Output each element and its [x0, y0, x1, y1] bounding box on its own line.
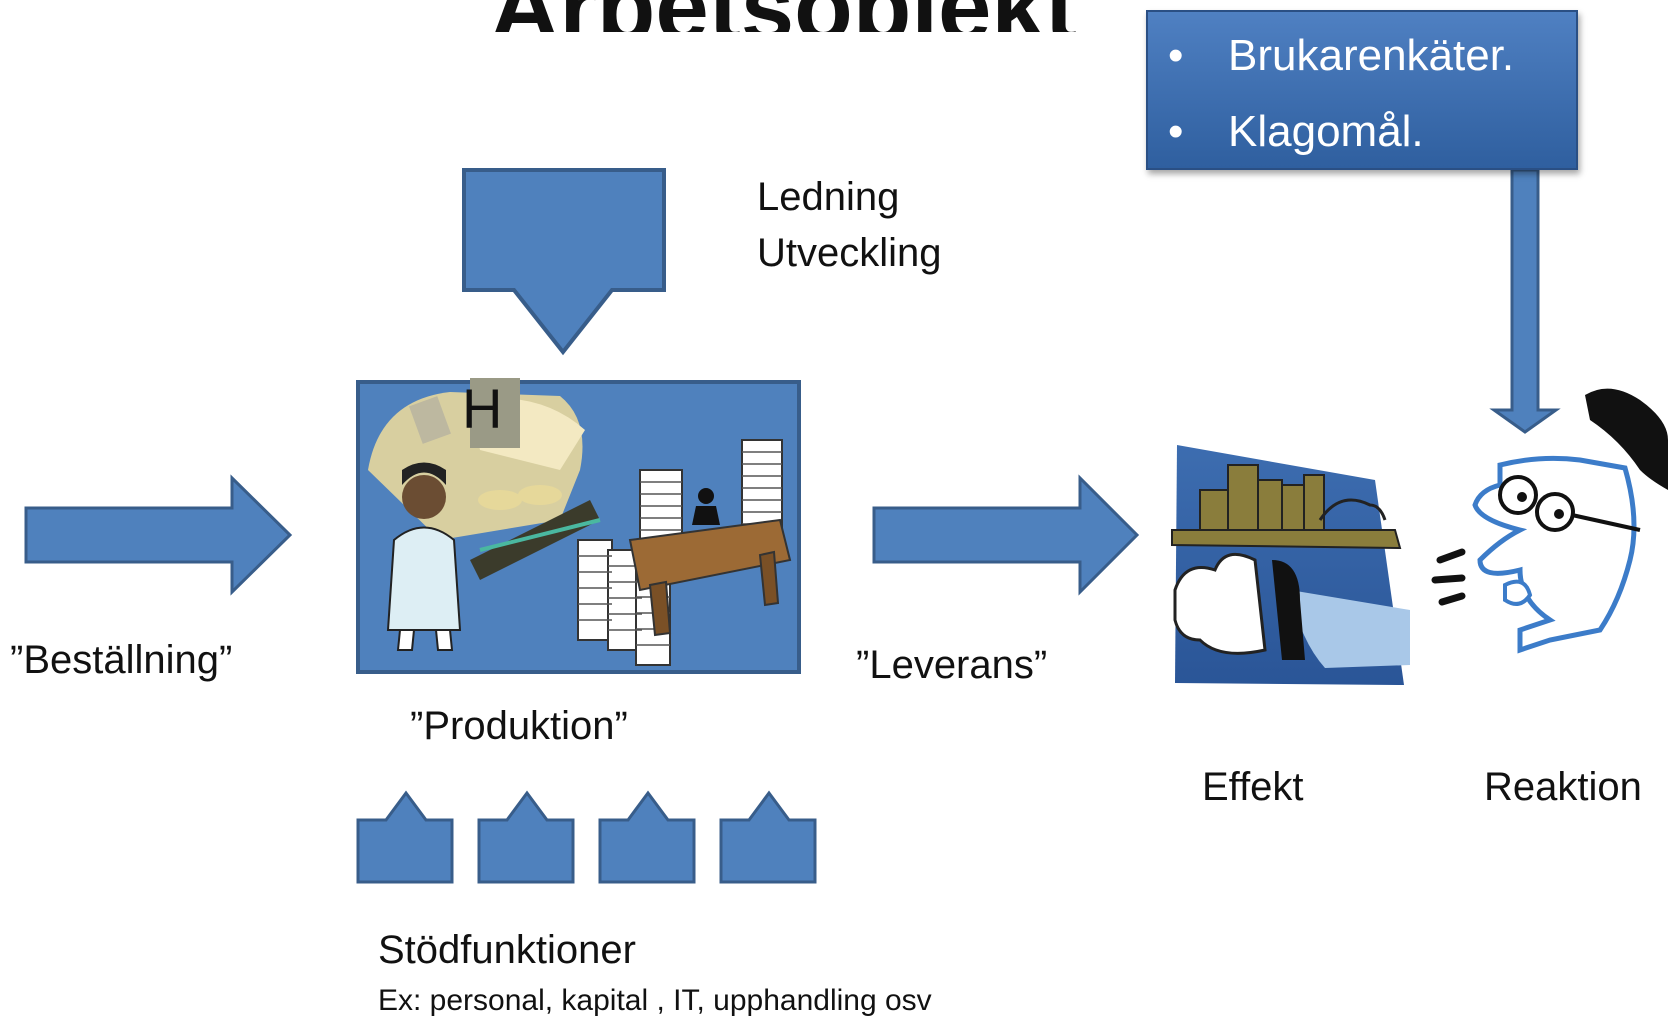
feedback-down-arrow — [1489, 168, 1561, 434]
label-stod-examples: Ex: personal, kapital , IT, upphandling … — [378, 984, 932, 1017]
support-arrow-3 — [598, 790, 696, 884]
feedback-item-text: Brukarenkäter. — [1228, 31, 1515, 80]
label-ledning: Ledning — [757, 175, 900, 219]
label-utveckling: Utveckling — [757, 231, 942, 275]
management-down-arrow — [462, 168, 666, 356]
order-input-arrow — [24, 474, 293, 596]
feedback-item-text: Klagomål. — [1228, 107, 1424, 156]
feedback-callout: •Brukarenkäter. •Klagomål. — [1146, 10, 1578, 170]
label-bestallning: ”Beställning” — [10, 638, 233, 682]
slide-title-text: Arbetsobjekt — [490, 0, 1077, 32]
reaction-illustration — [1431, 388, 1668, 654]
support-arrow-4 — [719, 790, 817, 884]
delivery-output-arrow — [872, 474, 1140, 596]
support-arrows — [356, 790, 817, 884]
feedback-item: •Brukarenkäter. — [1168, 31, 1515, 80]
feedback-item: •Klagomål. — [1168, 107, 1424, 156]
support-arrow-2 — [477, 790, 575, 884]
label-produktion: ”Produktion” — [410, 704, 628, 748]
support-arrow-1 — [356, 790, 454, 884]
label-effekt: Effekt — [1202, 765, 1304, 809]
label-leverans: ”Leverans” — [856, 643, 1048, 687]
effect-illustration — [1171, 445, 1410, 685]
production-box: H — [356, 377, 801, 674]
slide-title: Arbetsobjekt — [430, 0, 1130, 32]
label-stodfunktioner: Stödfunktioner — [378, 928, 636, 972]
label-reaktion: Reaktion — [1484, 765, 1642, 809]
svg-text:H: H — [462, 377, 502, 440]
